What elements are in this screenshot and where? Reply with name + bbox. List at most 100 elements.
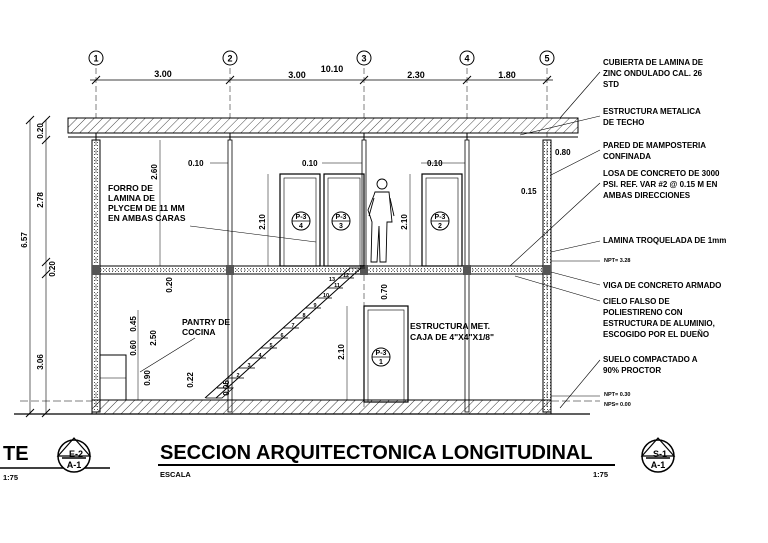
svg-text:1: 1 (93, 54, 98, 64)
dim-1-2: 3.00 (154, 69, 172, 79)
stair-step-5: 5 (269, 343, 272, 349)
svg-text:5: 5 (544, 54, 549, 64)
stair-step-4: 4 (258, 353, 262, 359)
label-estructura: ESTRUCTURA MET. CAJA DE 4"X4"X1/8" (410, 321, 494, 342)
walls (91, 139, 552, 413)
svg-text:0.20: 0.20 (165, 277, 174, 293)
dim-roof: 0.20 (36, 123, 45, 139)
svg-text:0.22: 0.22 (186, 372, 195, 388)
door-tag-2: P-3 3 (331, 211, 351, 231)
axis-bubble-3: 3 (356, 50, 372, 66)
door-tag-1: P-3 4 (291, 211, 311, 231)
svg-text:3: 3 (339, 223, 343, 230)
svg-text:A-1: A-1 (651, 460, 666, 470)
dim-upper: 2.78 (36, 192, 45, 208)
drawing-title: SECCION ARQUITECTONICA LONGITUDINAL (160, 442, 593, 464)
label-pantry: PANTRY DE COCINA (182, 317, 232, 337)
stair-step-2: 2 (236, 373, 239, 379)
title-block: TE 1:75 E-2 A-1 SECCION ARQUITECTONICA L… (0, 437, 676, 482)
upper-doors (279, 173, 463, 267)
svg-text:1: 1 (379, 359, 383, 366)
title-subtitle: ESCALA (160, 470, 191, 479)
svg-text:NPT= 3.28: NPT= 3.28 (604, 258, 630, 264)
axis-bubble-2: 2 (222, 50, 238, 66)
door-tag-3: P-3 2 (430, 211, 450, 231)
label-forro: FORRO DE LAMINA DE PLYCEM DE 11 MM EN AM… (108, 183, 187, 223)
interior-labels: FORRO DE LAMINA DE PLYCEM DE 11 MM EN AM… (108, 183, 494, 373)
svg-text:S-1: S-1 (653, 449, 667, 459)
note-viga: VIGA DE CONCRETO ARMADO (603, 281, 721, 290)
note-cielo: CIELO FALSO DE POLIESTIRENO CON ESTRUCTU… (603, 297, 717, 339)
svg-text:2: 2 (227, 54, 232, 64)
svg-text:0.60: 0.60 (129, 340, 138, 356)
pantry (99, 354, 127, 401)
svg-text:E-2: E-2 (69, 449, 83, 459)
left-scale: 1:75 (3, 473, 18, 482)
stair-step-7: 7 (291, 323, 294, 329)
svg-text:0.90: 0.90 (143, 370, 152, 386)
stair-step-6: 6 (280, 333, 283, 339)
note-losa: LOSA DE CONCRETO DE 3000 PSI. REF. VAR #… (603, 169, 722, 200)
svg-text:0.70: 0.70 (380, 284, 389, 300)
svg-text:P-3: P-3 (376, 350, 387, 357)
dim-4-5: 1.80 (498, 70, 516, 80)
svg-text:NPS= 0.00: NPS= 0.00 (604, 402, 631, 408)
svg-text:0.10: 0.10 (427, 159, 443, 168)
svg-text:2.60: 2.60 (150, 164, 159, 180)
stair-step-1: 1 (225, 383, 228, 389)
svg-text:0.80: 0.80 (555, 148, 571, 157)
stair-step-8: 8 (302, 313, 305, 319)
dim-total-height: 6.57 (20, 232, 29, 248)
stair: 1 2 3 4 5 6 7 8 9 10 11 12 13 (204, 267, 365, 399)
stair-step-3: 3 (247, 363, 250, 369)
lower-door (363, 305, 409, 403)
svg-text:2.10: 2.10 (258, 214, 267, 230)
left-section-tag: E-2 A-1 (56, 437, 92, 473)
svg-text:P-3: P-3 (435, 214, 446, 221)
axis-bubble-4: 4 (459, 50, 475, 66)
dim-3-4: 2.30 (407, 70, 425, 80)
note-pared: PARED DE MAMPOSTERIA CONFINADA (603, 141, 708, 161)
svg-text:0.15: 0.15 (521, 187, 537, 196)
title-scale: 1:75 (593, 470, 608, 479)
grid-axes: 1 2 3 4 5 (88, 50, 555, 410)
svg-text:A-1: A-1 (67, 460, 82, 470)
svg-text:P-3: P-3 (336, 214, 347, 221)
right-notes: CUBIERTA DE LAMINA DE ZINC ONDULADO CAL.… (509, 58, 726, 409)
svg-text:0.10: 0.10 (302, 159, 318, 168)
svg-text:2.10: 2.10 (337, 344, 346, 360)
left-dimension-chain: 6.57 0.20 2.78 0.20 3.06 (20, 115, 57, 418)
axis-bubble-5: 5 (539, 50, 555, 66)
svg-text:0.45: 0.45 (129, 316, 138, 332)
dim-2-3: 3.00 (288, 70, 306, 80)
level-marks: NPT= 3.28 NPT= 0.30 NPS= 0.00 (551, 258, 631, 408)
inner-dimensions: 2.60 0.10 0.10 0.10 2.10 2.10 0.80 0.15 … (129, 140, 571, 400)
dim-slab: 0.20 (48, 261, 57, 277)
floor-slab (91, 265, 552, 275)
note-suelo: SUELO COMPACTADO A 90% PROCTOR (603, 355, 699, 375)
roof-sheeting (67, 117, 579, 140)
svg-text:2: 2 (438, 223, 442, 230)
dim-total: 10.10 (321, 64, 344, 74)
ground (14, 399, 600, 415)
svg-text:2.10: 2.10 (400, 214, 409, 230)
svg-text:4: 4 (464, 54, 469, 64)
dim-lower: 3.06 (36, 354, 45, 370)
stair-step-9: 9 (313, 303, 316, 309)
stair-step-11: 11 (334, 283, 340, 289)
note-lamina: LAMINA TROQUELADA DE 1mm (603, 236, 726, 245)
stair-step-10: 10 (323, 293, 329, 299)
note-cubierta: CUBIERTA DE LAMINA DE ZINC ONDULADO CAL.… (603, 58, 705, 89)
stair-step-12: 12 (343, 273, 349, 279)
svg-text:4: 4 (299, 223, 303, 230)
svg-text:NPT= 0.30: NPT= 0.30 (604, 392, 630, 398)
axis-bubble-1: 1 (88, 50, 104, 66)
svg-text:3: 3 (361, 54, 366, 64)
svg-text:P-3: P-3 (296, 214, 307, 221)
left-title-fragment: TE (3, 443, 29, 465)
top-dimension-chain: 3.00 3.00 10.10 2.30 1.80 (90, 64, 553, 85)
note-estructura: ESTRUCTURA METALICA DE TECHO (603, 107, 703, 127)
svg-text:0.10: 0.10 (188, 159, 204, 168)
stair-step-13: 13 (329, 277, 335, 283)
